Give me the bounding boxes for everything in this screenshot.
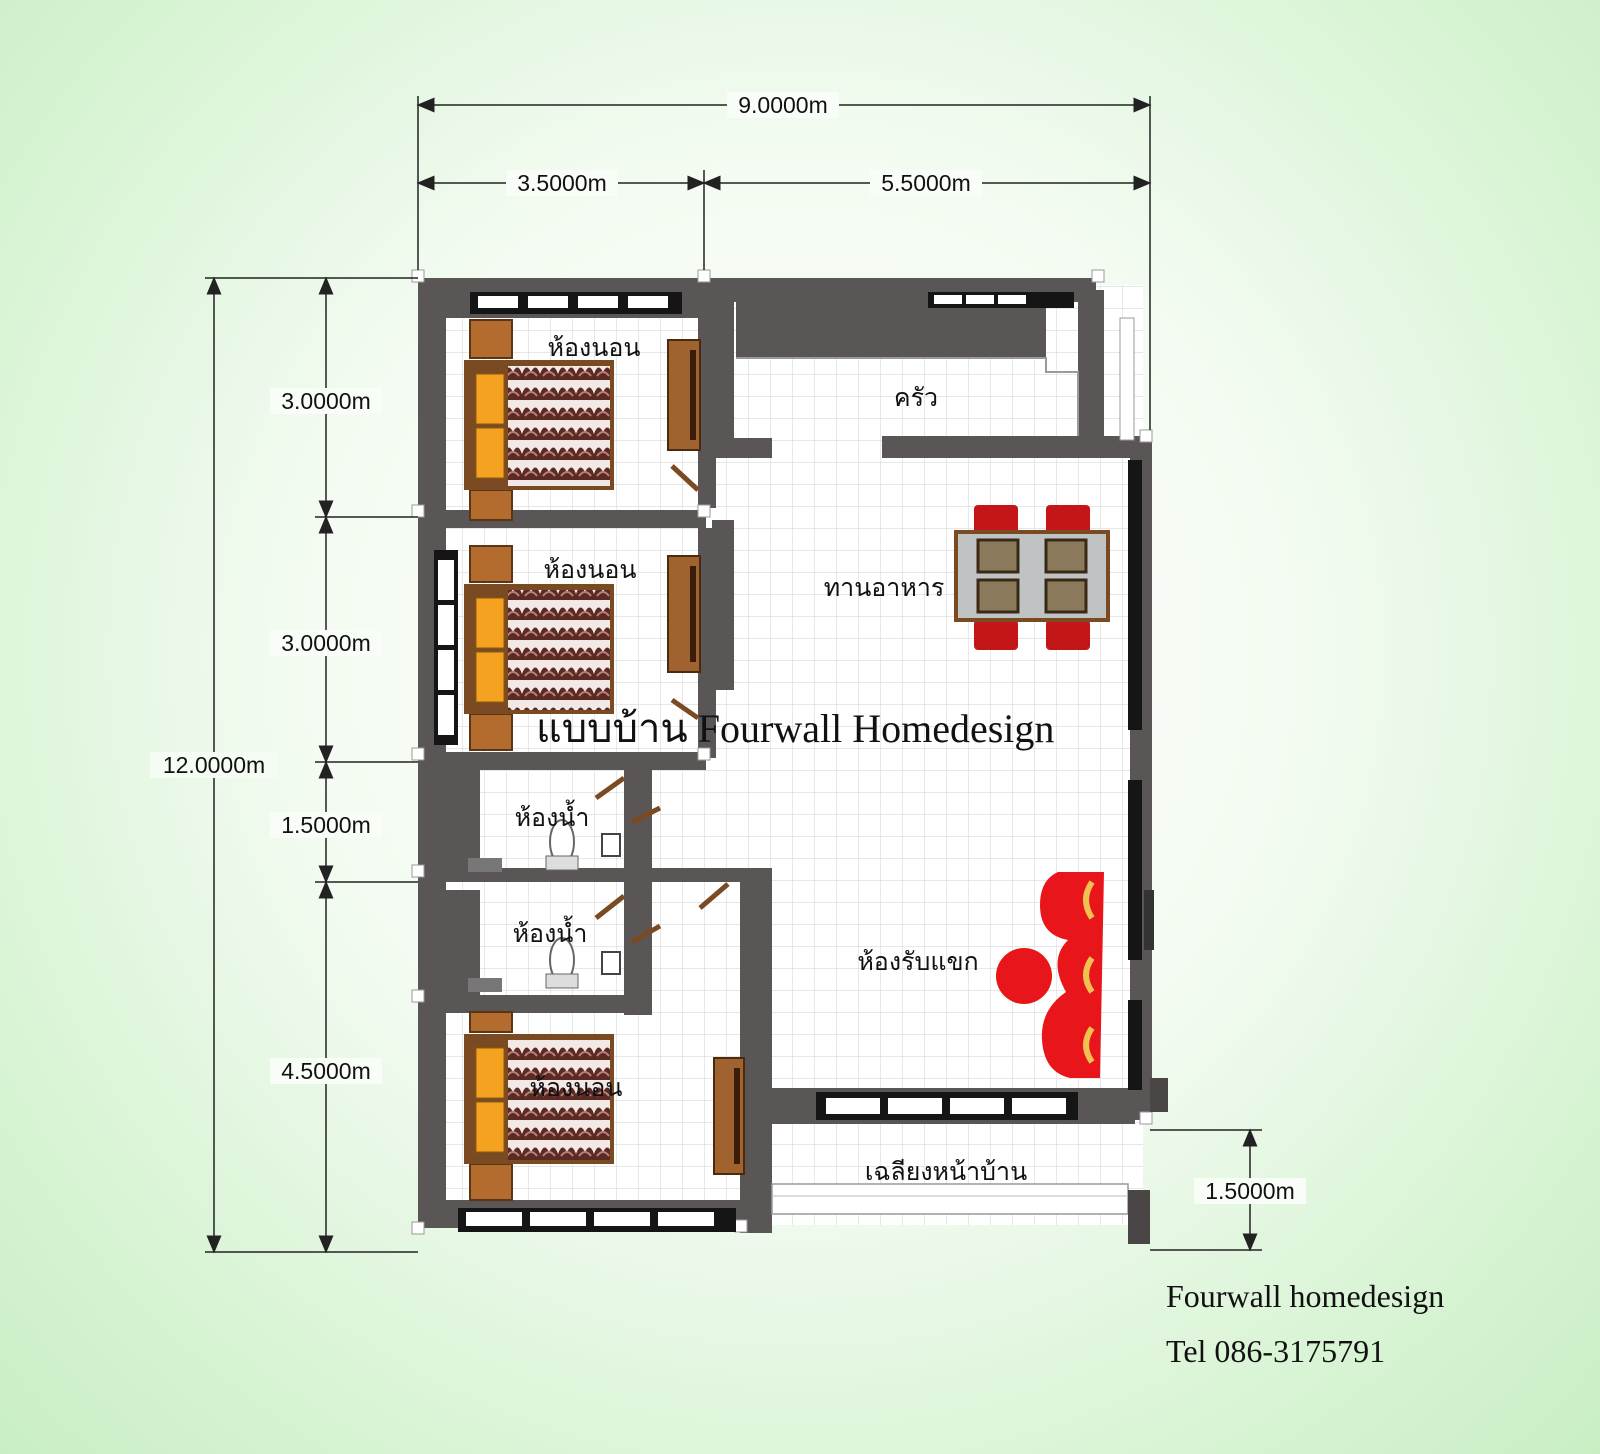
bed-2 — [464, 545, 614, 751]
dim-total-width: 9.0000m — [738, 92, 828, 118]
label-living: ห้องรับแขก — [857, 947, 978, 976]
window-bedroom1 — [470, 292, 682, 314]
label-porch: เฉลียงหน้าบ้าน — [865, 1157, 1027, 1186]
label-bedroom-1: ห้องนอน — [548, 333, 641, 362]
credit-phone: Tel 086-3175791 — [1166, 1333, 1386, 1369]
dim-porch-depth: 1.5000m — [1205, 1178, 1295, 1204]
wardrobe-1 — [667, 339, 701, 451]
label-bathroom-2: ห้องน้ำ — [513, 915, 588, 948]
credit-company: Fourwall homedesign — [1166, 1278, 1445, 1314]
windows — [434, 292, 1142, 1232]
label-bathroom-1: ห้องน้ำ — [515, 799, 590, 832]
dim-bedroom3-depth: 4.5000m — [281, 1058, 371, 1084]
label-kitchen: ครัว — [894, 383, 938, 412]
window-living-front — [816, 1092, 1078, 1120]
label-bedroom-3: ห้องนอน — [530, 1073, 623, 1102]
kitchen-counter — [736, 357, 1079, 436]
dining-set — [954, 505, 1110, 650]
window-right-side — [1128, 460, 1142, 1090]
dim-right-width: 5.5000m — [881, 170, 971, 196]
dim-left-width: 3.5000m — [517, 170, 607, 196]
dim-bedroom1-depth: 3.0000m — [281, 388, 371, 414]
label-dining: ทานอาหาร — [824, 573, 945, 602]
bathroom-fixtures — [468, 819, 621, 992]
porch-steps — [771, 317, 1168, 1244]
window-bedroom3 — [458, 1208, 736, 1232]
bed-3 — [464, 1011, 614, 1201]
dimension-labels: 9.0000m 3.5000m 5.5000m 12.0000m 3.0000m… — [150, 92, 1306, 1204]
living-sofa-set — [996, 872, 1154, 1078]
dim-total-depth: 12.0000m — [163, 752, 265, 778]
label-bedroom-2: ห้องนอน — [544, 555, 637, 584]
bed-1 — [464, 319, 614, 521]
window-kitchen — [928, 292, 1074, 308]
wardrobe-3 — [713, 1057, 745, 1175]
room-labels: ห้องนอน ห้องนอน ห้องนอน ห้องน้ำ ห้องน้ำ … — [513, 333, 1028, 1186]
doors — [594, 464, 730, 945]
dim-bath-depth: 1.5000m — [281, 812, 371, 838]
watermark: แบบบ้าน Fourwall Homedesign — [536, 706, 1054, 751]
window-bedroom2 — [434, 550, 458, 745]
dim-bedroom2-depth: 3.0000m — [281, 630, 371, 656]
wardrobe-2 — [667, 555, 701, 673]
wall-caps — [411, 269, 1153, 1235]
